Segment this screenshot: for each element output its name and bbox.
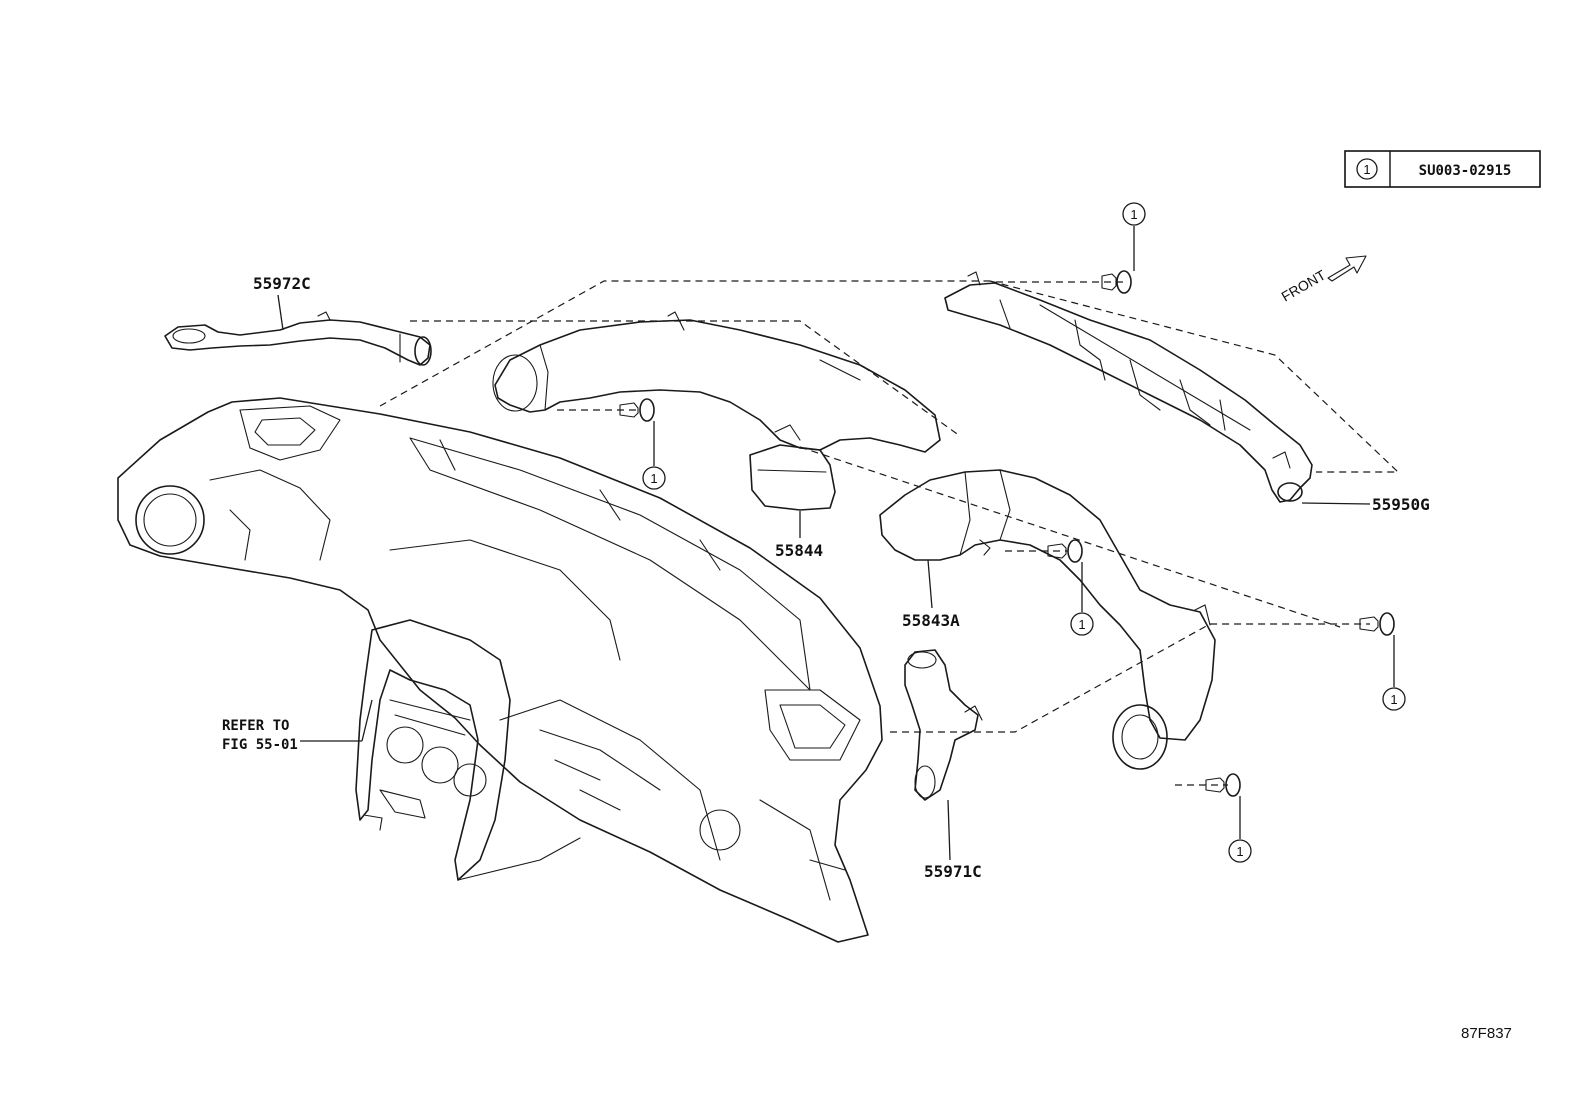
refer-note-line2: FIG 55-01 <box>222 737 298 753</box>
front-arrow-icon <box>1327 255 1367 282</box>
callout-number: 1 <box>1078 617 1085 632</box>
callout-upper-right: 1 <box>1122 202 1146 271</box>
clip-middle <box>1047 539 1083 563</box>
legend-box: 1 SU003-02915 <box>1344 150 1541 188</box>
center-stack-drawing <box>355 619 581 881</box>
duct-55971c-drawing <box>904 649 983 801</box>
callout-number: 1 <box>650 471 657 486</box>
callout-lower-right: 1 <box>1228 796 1252 863</box>
callout-number: 1 <box>1390 692 1397 707</box>
label-55971c: 55971C <box>924 799 982 881</box>
part-number-55971c: 55971C <box>924 862 982 881</box>
front-direction-indicator: FRONT <box>1279 255 1367 305</box>
label-55972c: 55972C <box>253 274 311 331</box>
part-number-55972c: 55972C <box>253 274 311 293</box>
label-55843a: 55843A <box>902 559 960 630</box>
refer-note: REFER TO FIG 55-01 <box>222 699 373 753</box>
clip-center <box>619 398 655 422</box>
duct-55950g-drawing <box>944 271 1313 503</box>
label-55844: 55844 <box>775 511 823 560</box>
front-label: FRONT <box>1279 266 1329 304</box>
refer-note-line1: REFER TO <box>222 718 289 734</box>
clip-upper-right <box>1101 270 1132 294</box>
callout-number: 1 <box>1130 207 1137 222</box>
callout-number: 1 <box>1236 844 1243 859</box>
dashed-alignment-lines <box>379 280 1400 786</box>
duct-55843a-drawing <box>879 469 1216 770</box>
drawing-code: 87F837 <box>1461 1025 1512 1042</box>
duct-55844-drawing <box>492 311 941 511</box>
part-number-55844: 55844 <box>775 541 823 560</box>
part-number-55843a: 55843A <box>902 611 960 630</box>
part-number-55950g: 55950G <box>1372 495 1430 514</box>
duct-55972c-drawing <box>164 311 432 366</box>
callout-middle: 1 <box>1070 562 1094 636</box>
callout-right: 1 <box>1382 635 1406 711</box>
instrument-panel-drawing <box>117 397 883 943</box>
legend-part-code: SU003-02915 <box>1419 163 1512 179</box>
label-55950g: 55950G <box>1301 495 1430 514</box>
clip-right <box>1359 612 1395 636</box>
callout-center: 1 <box>642 421 666 490</box>
clip-lower-right <box>1205 773 1241 797</box>
legend-ref-number: 1 <box>1363 162 1370 177</box>
